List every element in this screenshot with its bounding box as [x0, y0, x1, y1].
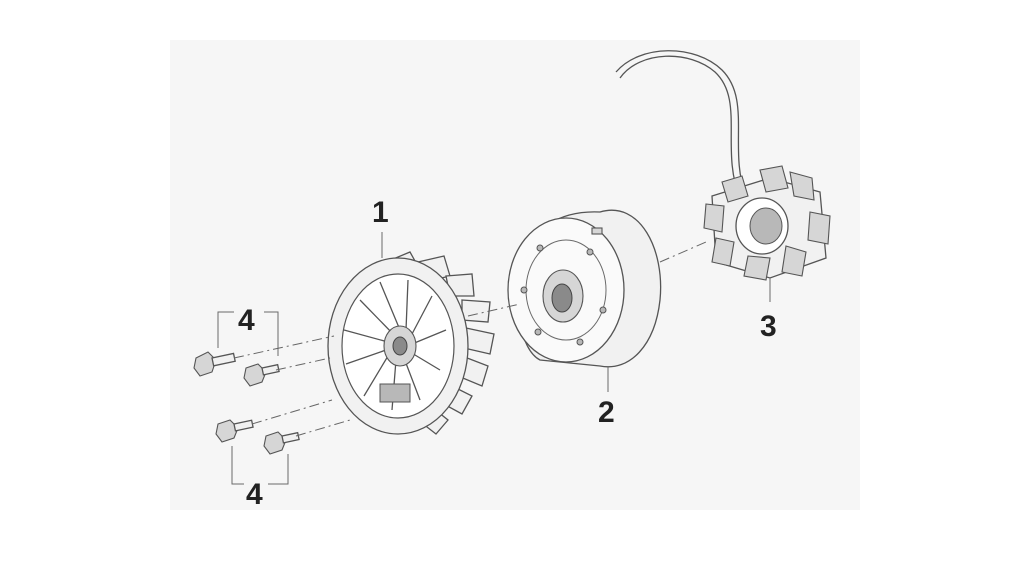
bolt-head	[243, 363, 267, 387]
axis-line	[467, 303, 521, 317]
stator-part	[615, 50, 831, 302]
stator-coil	[711, 237, 735, 267]
axis-line	[233, 335, 335, 359]
stator-hub	[749, 207, 783, 245]
flywheel-hole	[534, 328, 542, 336]
bracket-top	[217, 311, 279, 356]
callout-4-bottom: 4	[246, 478, 263, 511]
axis-line	[251, 399, 333, 425]
flywheel-part	[507, 209, 662, 392]
bracket-bottom	[231, 446, 289, 485]
bolts-part	[193, 311, 300, 485]
flywheel-hub-bore	[551, 283, 573, 313]
callout-3: 3	[760, 310, 777, 343]
callout-4-top: 4	[238, 304, 255, 337]
fan-inner-plate	[379, 383, 411, 403]
flywheel-hole	[586, 248, 594, 256]
stator-coil	[721, 175, 749, 203]
flywheel-hole	[599, 306, 607, 314]
fan-fin	[461, 299, 491, 323]
bolt	[263, 431, 300, 455]
stator-coil	[703, 203, 725, 233]
axis-line	[659, 241, 707, 263]
bolt	[243, 363, 280, 387]
bolt-head	[263, 431, 287, 455]
stator-coil	[743, 255, 771, 281]
bolt-shank	[211, 352, 236, 367]
stator-coil	[807, 211, 831, 245]
bolt-shank	[281, 431, 300, 444]
bolt-head	[193, 351, 217, 377]
stator-wire	[619, 55, 741, 199]
stator-wire-outer	[615, 50, 747, 197]
flywheel-hole	[536, 244, 544, 252]
stator-coil	[781, 245, 807, 277]
fan-hub-bore	[392, 336, 408, 356]
bolt-shank	[261, 363, 280, 376]
assembly-axis-lines	[233, 241, 707, 437]
axis-line	[295, 419, 351, 437]
fan-part	[327, 232, 495, 435]
callout-2: 2	[598, 396, 615, 429]
flywheel-key-slot	[591, 227, 603, 235]
flywheel-hole	[576, 338, 584, 346]
stator-coil	[759, 165, 789, 193]
axis-line	[275, 357, 331, 371]
bolt-head	[215, 419, 239, 443]
flywheel-hole	[520, 286, 528, 294]
callout-1: 1	[372, 196, 389, 229]
stator-coil	[789, 171, 815, 201]
bolt	[193, 351, 236, 377]
